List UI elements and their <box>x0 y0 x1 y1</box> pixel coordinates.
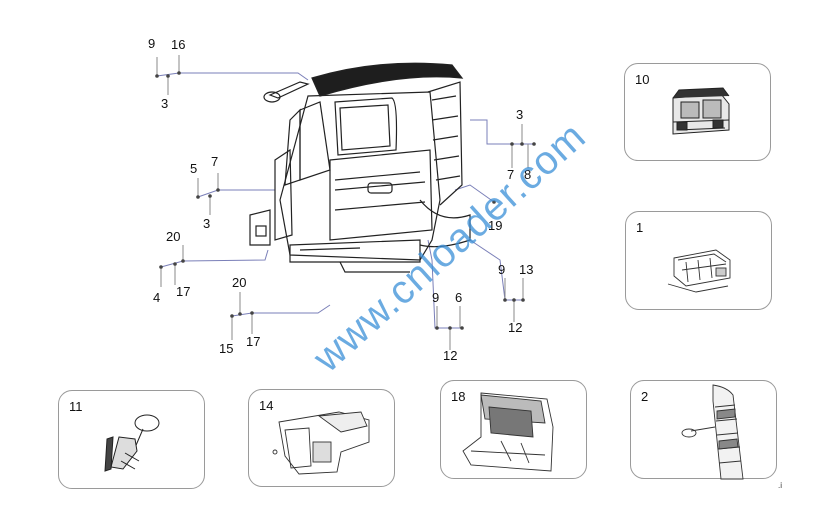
callout-12-center: 12 <box>443 348 458 363</box>
panel-part-11[interactable]: 11 <box>58 390 205 489</box>
callout-19: 19 <box>488 218 503 233</box>
callout-17-left: 17 <box>176 284 191 299</box>
callout-3-top: 3 <box>161 96 169 111</box>
callout-8: 8 <box>524 167 532 182</box>
steering-column-illustration <box>104 414 160 472</box>
callout-15: 15 <box>219 341 234 356</box>
panel-part-18[interactable]: 18 <box>440 380 587 479</box>
panel-part-14[interactable]: 14 <box>248 389 395 487</box>
callout-9-top: 9 <box>148 36 156 51</box>
dashboard-floor-illustration <box>462 392 554 472</box>
callout-12-right: 12 <box>508 320 523 335</box>
callout-7-right: 7 <box>507 167 515 182</box>
callout-20-left: 20 <box>166 229 181 244</box>
cab-frame-illustration <box>667 249 731 293</box>
callout-3-right: 3 <box>516 107 524 122</box>
panel-label: 18 <box>451 389 466 404</box>
cab-complete-illustration <box>672 87 730 135</box>
panel-label: 1 <box>636 220 644 235</box>
callout-17-bottom: 17 <box>246 334 261 349</box>
callout-9-center: 9 <box>432 290 440 305</box>
callout-3-left: 3 <box>203 216 211 231</box>
panel-label: 14 <box>259 398 274 413</box>
callout-5: 5 <box>190 161 198 176</box>
panel-part-1[interactable]: 1 <box>625 211 772 310</box>
callout-6: 6 <box>455 290 463 305</box>
callout-7-left: 7 <box>211 154 219 169</box>
panel-label: 11 <box>69 399 83 414</box>
panel-part-2[interactable]: 2 <box>630 380 777 480</box>
callout-4: 4 <box>153 290 161 305</box>
panel-label: 10 <box>635 72 650 87</box>
floor-console-illustration <box>272 411 370 475</box>
callout-16: 16 <box>171 37 186 52</box>
callout-9-right: 9 <box>498 262 506 277</box>
side-mirror-panel-illustration <box>681 384 744 480</box>
callout-20-bottom: 20 <box>232 275 247 290</box>
panel-part-10[interactable]: 10 <box>624 63 771 161</box>
panel-label: 2 <box>641 389 649 404</box>
callout-13: 13 <box>519 262 534 277</box>
corner-mark: .i <box>778 481 782 490</box>
